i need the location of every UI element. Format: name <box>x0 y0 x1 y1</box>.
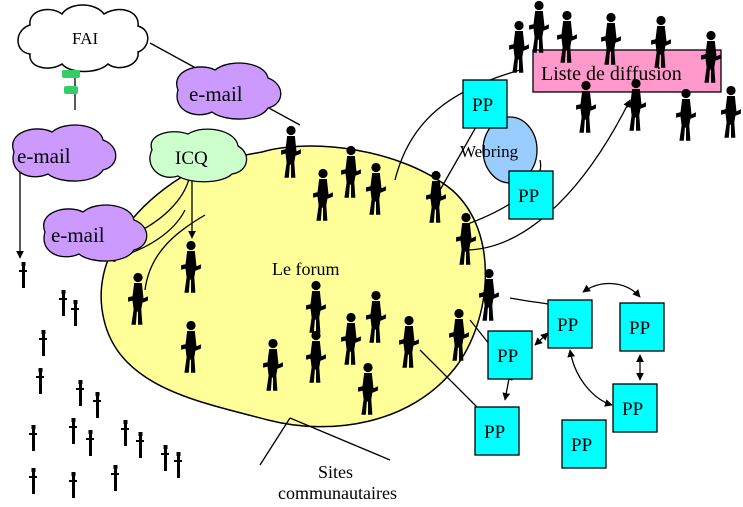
svg-text:PP: PP <box>571 435 592 456</box>
forum-area <box>100 145 487 428</box>
email-bubble-top: e-mail <box>176 62 282 120</box>
pp-box: PP <box>508 170 554 220</box>
svg-text:PP: PP <box>629 318 650 339</box>
forum-label: Le forum <box>272 259 339 279</box>
mailing-list-label: Liste de diffusion <box>541 63 682 85</box>
pp-box: PP <box>619 302 665 352</box>
mailing-list: Liste de diffusion <box>532 49 722 93</box>
email-left-label: e-mail <box>17 144 71 168</box>
email-top-label: e-mail <box>189 82 243 106</box>
svg-text:PP: PP <box>497 346 518 367</box>
modem-icon <box>62 70 80 94</box>
pp-boxes: PP PP PP PP PP PP PP PP <box>462 79 665 469</box>
webring-label: Webring <box>460 142 519 161</box>
webring: Webring <box>460 116 538 184</box>
fai-cloud <box>17 4 149 73</box>
icq-label: ICQ <box>175 148 208 169</box>
pp-box: PP <box>612 383 658 433</box>
pp-box: PP <box>462 79 508 129</box>
pp-box: PP <box>474 406 520 456</box>
svg-text:PP: PP <box>484 422 505 443</box>
sites-label-line2: communautaires <box>278 483 397 503</box>
pp-box: PP <box>561 419 607 469</box>
email-bubble-bottom: e-mail <box>43 204 148 262</box>
svg-text:PP: PP <box>622 399 643 420</box>
svg-text:PP: PP <box>472 95 493 116</box>
email-bubble-left: e-mail <box>12 124 117 182</box>
sites-label-line1: Sites <box>318 462 353 482</box>
svg-text:PP: PP <box>518 186 539 207</box>
fai-label: FAI <box>72 29 98 48</box>
pp-box: PP <box>547 299 593 349</box>
pp-box: PP <box>487 330 533 380</box>
icq-bubble: ICQ <box>149 128 248 183</box>
email-bottom-label: e-mail <box>51 223 105 247</box>
svg-text:PP: PP <box>557 315 578 336</box>
